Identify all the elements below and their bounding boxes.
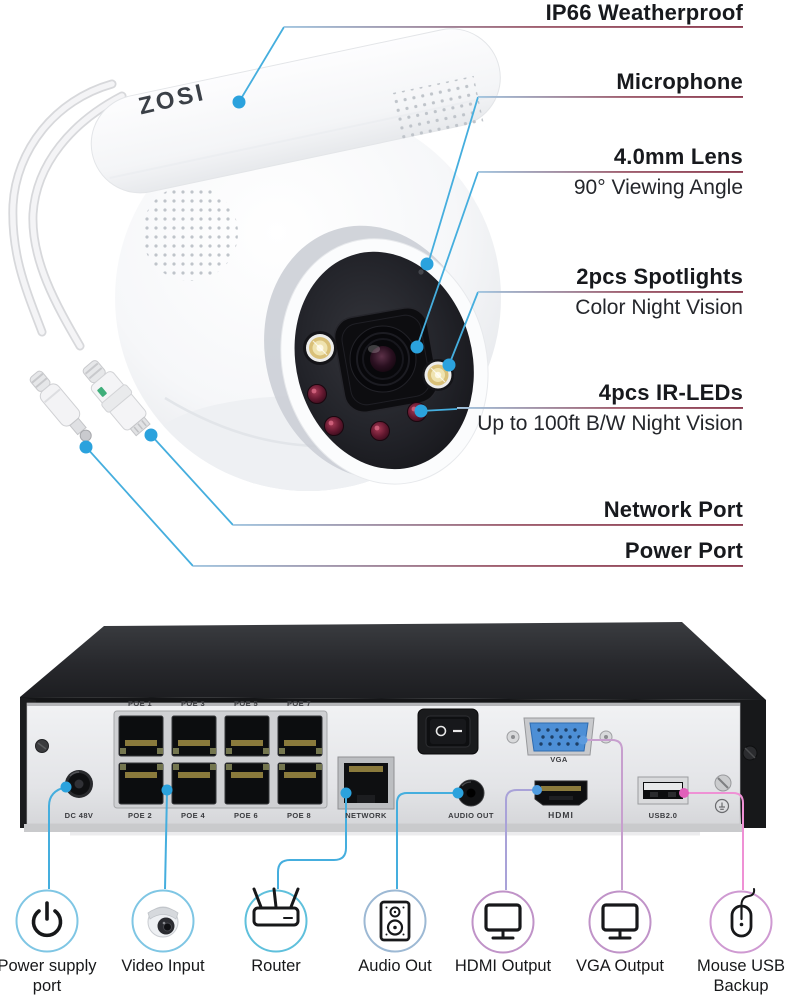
poe-port xyxy=(277,715,323,757)
dome-camera xyxy=(90,28,501,491)
vga-label: VGA xyxy=(550,755,568,764)
mouse-icon xyxy=(709,888,773,954)
microphone-hole xyxy=(418,269,424,275)
legend-icons xyxy=(15,887,773,954)
router-icon xyxy=(244,887,308,953)
nvr-callouts xyxy=(48,739,744,890)
audio-out-label: AUDIO OUT xyxy=(448,811,494,820)
feature-title: 4.0mm Lens xyxy=(613,144,743,169)
vga-port xyxy=(506,717,613,756)
poe-port xyxy=(277,762,323,805)
power-switch xyxy=(417,708,479,755)
audio-out-jack xyxy=(457,779,485,807)
poe4-label: POE 4 xyxy=(180,811,206,820)
label-microphone: Microphone xyxy=(616,69,743,95)
camera-callouts xyxy=(85,26,479,567)
spotlight-left xyxy=(303,331,337,365)
legend-video-input: Video Input xyxy=(121,957,205,975)
legend-vga-output: VGA Output xyxy=(575,957,665,975)
monitor-icon xyxy=(588,890,652,954)
label-ir-leds: 4pcs IR-LEDs Up to 100ft B/W Night Visio… xyxy=(477,380,743,436)
poe-port xyxy=(171,762,217,805)
feature-title: Power Port xyxy=(624,538,743,563)
poe-port xyxy=(171,715,217,757)
label-power-port: Power Port xyxy=(625,538,743,564)
feature-subtitle: Up to 100ft B/W Night Vision xyxy=(477,412,743,435)
feature-title: Network Port xyxy=(603,497,743,522)
camera-lens xyxy=(349,325,417,393)
poe3-label: POE 3 xyxy=(180,699,206,708)
nvr-callout-dots xyxy=(60,735,689,799)
feature-title: Microphone xyxy=(616,69,743,94)
poe2-label: POE 2 xyxy=(127,811,153,820)
legend-hdmi-output: HDMI Output xyxy=(454,957,552,975)
poe-port xyxy=(224,762,270,805)
feature-title: 4pcs IR-LEDs xyxy=(598,380,743,405)
feature-title: IP66 Weatherproof xyxy=(545,0,743,25)
poe-port xyxy=(118,715,164,757)
camera-power-connector xyxy=(29,370,92,442)
feature-title: 2pcs Spotlights xyxy=(576,264,743,289)
legend-power-supply: Power supply port xyxy=(0,957,97,995)
speaker-icon xyxy=(363,889,427,953)
poe-port-block xyxy=(113,710,328,809)
legend-mouse-usb: Mouse USB Backup xyxy=(696,957,785,995)
label-rules xyxy=(193,26,743,567)
legend-audio-out: Audio Out xyxy=(358,957,432,975)
ground-screw xyxy=(714,774,732,814)
usb-label: USB2.0 xyxy=(648,811,678,820)
legend-router: Router xyxy=(251,957,301,975)
network-label: NETWORK xyxy=(345,811,387,820)
hdmi-port xyxy=(534,780,588,806)
dome-camera-icon xyxy=(131,889,195,953)
nvr-unit xyxy=(20,622,766,836)
poe8-label: POE 8 xyxy=(286,811,312,820)
poe7-label: POE 7 xyxy=(286,699,312,708)
camera-callout-dots xyxy=(79,95,456,454)
poe-port xyxy=(224,715,270,757)
power-icon xyxy=(15,889,79,953)
feature-subtitle: 90° Viewing Angle xyxy=(573,176,743,199)
label-network-port: Network Port xyxy=(604,497,743,523)
feature-subtitle: Color Night Vision xyxy=(575,296,743,319)
poe1-label: POE 1 xyxy=(127,699,153,708)
camera-cables xyxy=(8,79,151,442)
monitor-icon xyxy=(471,890,535,954)
hdmi-label: HDMI xyxy=(548,810,574,820)
speaker-grille-dome xyxy=(142,185,238,281)
usb-port xyxy=(637,776,689,805)
label-spotlights: 2pcs Spotlights Color Night Vision xyxy=(575,264,743,320)
poe-port xyxy=(118,762,164,805)
dc-power-jack xyxy=(65,770,93,798)
poe5-label: POE 5 xyxy=(233,699,259,708)
poe6-label: POE 6 xyxy=(233,811,259,820)
camera-network-connector xyxy=(82,360,151,437)
network-port xyxy=(337,756,395,810)
dc-power-label: DC 48V xyxy=(64,811,94,820)
label-lens: 4.0mm Lens 90° Viewing Angle xyxy=(574,144,743,200)
speaker-grille-band xyxy=(391,75,485,145)
label-ip66-weatherproof: IP66 Weatherproof xyxy=(546,0,743,26)
nvr-lid xyxy=(20,622,766,700)
